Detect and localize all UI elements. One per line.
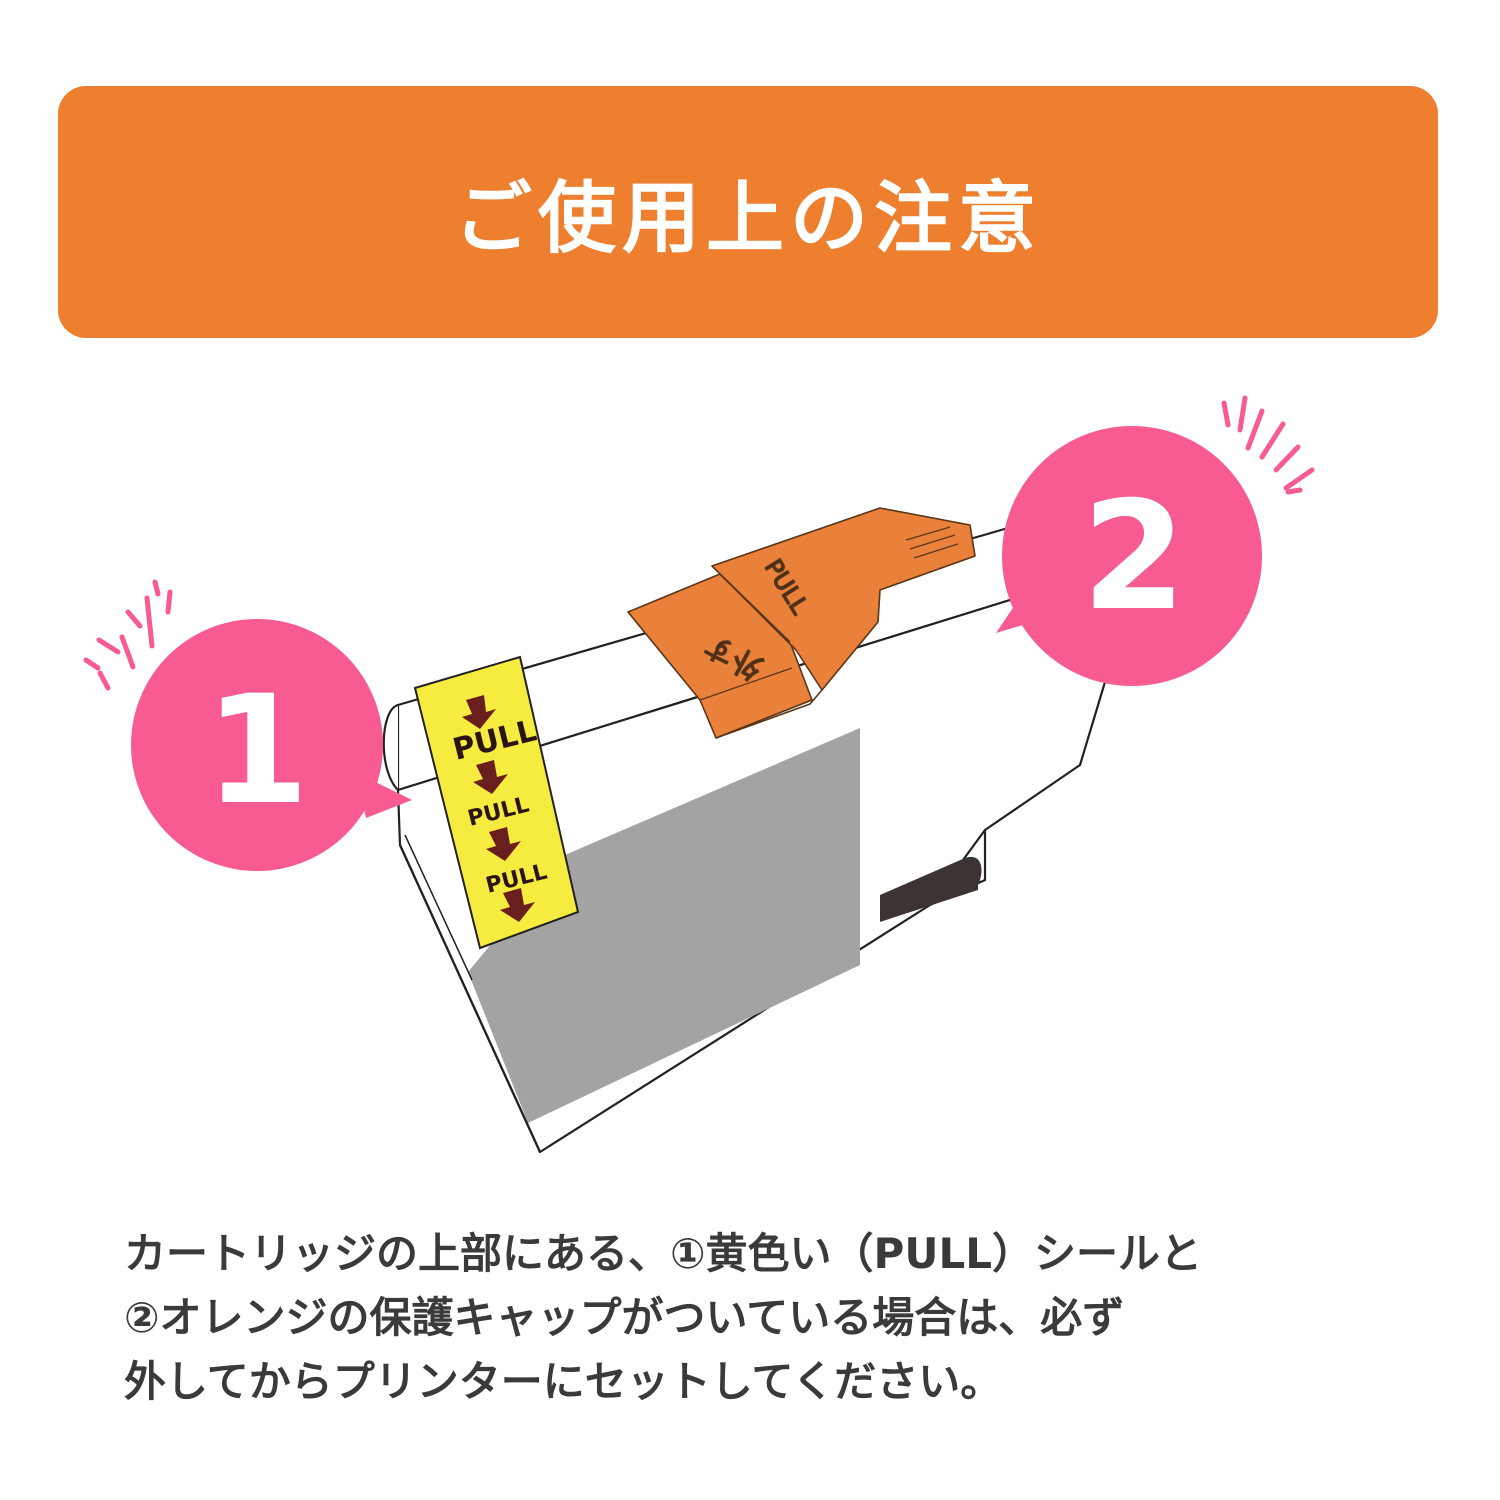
pull-seal: PULL PULL PULL <box>413 655 580 950</box>
badge-1-number: 1 <box>205 664 309 838</box>
cartridge-window <box>468 728 860 1123</box>
sparkle-icon <box>83 579 173 691</box>
cartridge-latch <box>880 856 982 922</box>
header-banner: ご使用上の注意 <box>58 86 1438 338</box>
instruction-caption: カートリッジの上部にある、①黄色い（PULL）シールと ②オレンジの保護キャップ… <box>124 1222 1424 1414</box>
badge-2: 2 <box>996 395 1315 686</box>
cartridge-illustration: PULL PULL PULL PULL 外す 1 <box>83 395 1315 1154</box>
caption-line: カートリッジの上部にある、①黄色い（PULL）シールと <box>124 1229 1202 1278</box>
badge-2-number: 2 <box>1082 470 1186 644</box>
page-title: ご使用上の注意 <box>453 174 1042 264</box>
sparkle-icon <box>1221 395 1315 495</box>
arrow-down-icon <box>462 695 535 922</box>
badge-1: 1 <box>83 579 412 871</box>
caption-line: 外してからプリンターにセットしてください。 <box>124 1357 1003 1406</box>
protective-cap: PULL 外す <box>627 507 976 739</box>
caption-line: ②オレンジの保護キャップがついている場合は、必ず <box>124 1293 1125 1342</box>
